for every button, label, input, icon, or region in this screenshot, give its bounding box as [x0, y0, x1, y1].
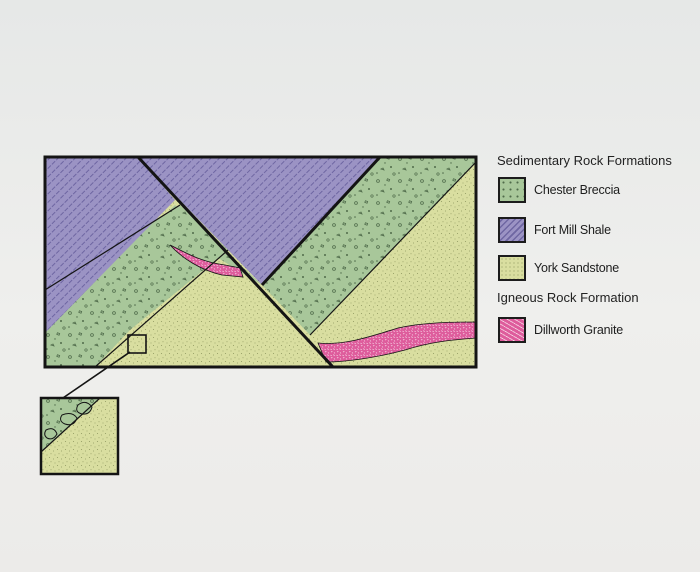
fault-line-left	[136, 157, 335, 367]
inset-clast-3	[44, 428, 58, 440]
fault-line-right	[260, 157, 382, 287]
dillworth-granite-swatch	[498, 317, 526, 343]
legend-label-york-sandstone: York Sandstone	[534, 261, 619, 275]
dillworth-granite-right-dike	[317, 321, 476, 363]
inset-frame	[39, 396, 120, 476]
legend-label-fort-mill-shale: Fort Mill Shale	[534, 223, 611, 237]
contact-line-right	[309, 161, 476, 336]
magnify-leader-line	[59, 351, 131, 401]
legend-item-dillworth-granite: Dillworth Granite	[498, 317, 623, 343]
legend-label-dillworth-granite: Dillworth Granite	[534, 323, 623, 337]
fort-mill-shale-center-block	[138, 157, 380, 285]
dillworth-granite-left-dike	[169, 244, 244, 278]
cross-section-frame	[43, 155, 478, 369]
inset-clast-1	[76, 401, 93, 415]
legend-item-fort-mill-shale: Fort Mill Shale	[498, 217, 611, 243]
legend-heading-sedimentary: Sedimentary Rock Formations	[497, 153, 672, 168]
legend-label-chester-breccia: Chester Breccia	[534, 183, 620, 197]
fort-mill-shale-left-block	[45, 157, 175, 333]
cross-section-block	[45, 157, 476, 367]
chester-breccia-swatch	[498, 177, 526, 203]
legend-heading-igneous: Igneous Rock Formation	[497, 290, 639, 305]
contact-line-lower-left	[94, 249, 229, 367]
legend-item-chester-breccia: Chester Breccia	[498, 177, 620, 203]
fort-mill-shale-swatch	[498, 217, 526, 243]
chester-breccia-right-layer	[262, 157, 476, 335]
york-sandstone-swatch	[498, 255, 526, 281]
contact-line-left	[45, 204, 181, 291]
inset-clast-2	[60, 413, 78, 426]
inset-enlargement	[41, 398, 118, 474]
legend-item-york-sandstone: York Sandstone	[498, 255, 619, 281]
chester-breccia-upper-left-layer	[45, 205, 228, 367]
magnify-marker-box	[127, 334, 147, 354]
